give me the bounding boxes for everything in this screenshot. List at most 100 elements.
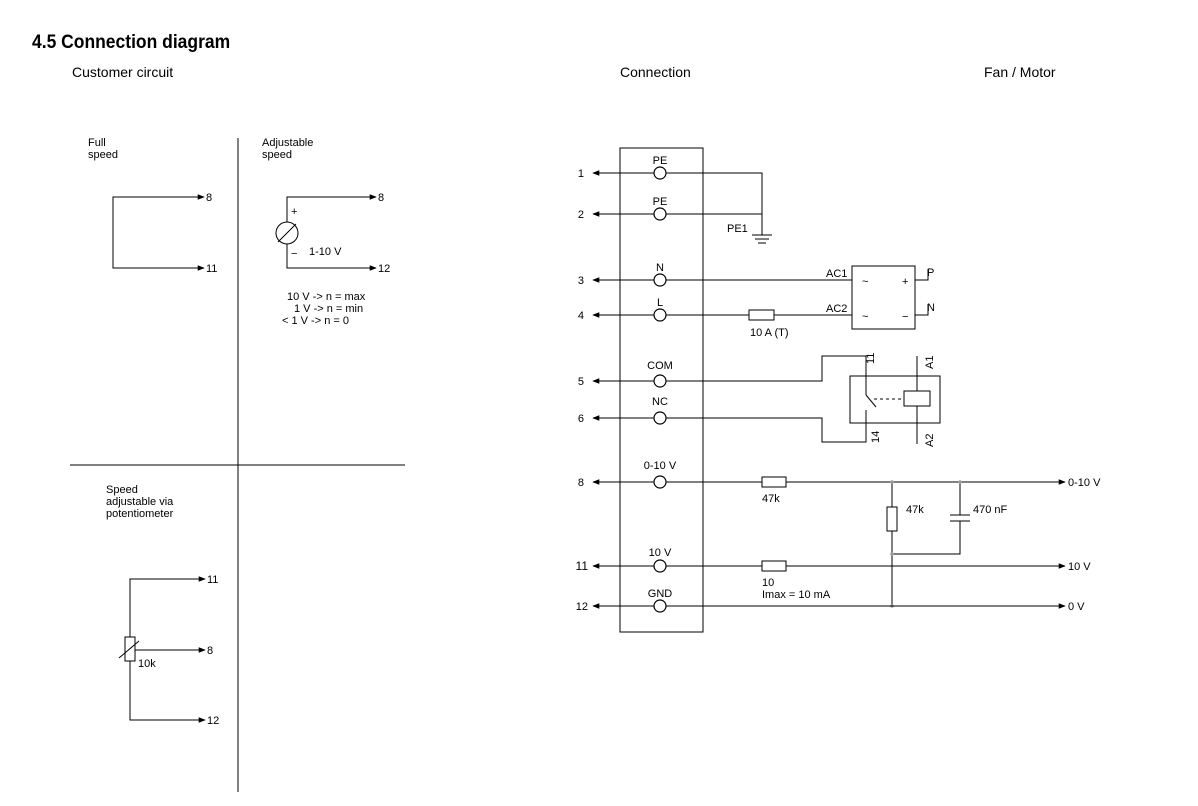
terminal-12-number: 12 [576,601,588,613]
terminal-block [619,147,704,633]
terminal-5-label: COM [647,360,673,372]
capacitor-label: 470 nF [973,504,1008,516]
terminal-3: 3 N [578,262,667,287]
resistor-47k-shunt-label: 47k [906,504,924,516]
adjustable-wire-top [286,196,376,222]
relay-pin-14: 14 [870,431,882,443]
pot-terminal-12: 12 [207,715,219,727]
terminal-4-number: 4 [578,310,584,322]
adjustable-speed-label-2: speed [262,149,292,161]
rectifier-plus: + [902,276,908,288]
source-plus: + [291,206,297,218]
rectifier-ac-in-2: ~ [862,311,868,323]
rectifier-n-lead [915,304,929,316]
rectifier-box [851,265,916,330]
full-speed-terminal-8: 8 [206,192,212,204]
terminal-2: 2 PE [578,196,667,221]
terminal-6-label: NC [652,396,668,408]
full-speed-circuit: Full speed 8 11 [88,137,217,275]
terminal-1-number: 1 [578,168,584,180]
page-title: 4.5 Connection diagram [32,32,231,53]
terminal-1: 1 PE [578,155,667,180]
resistor-47k-shunt-icon [886,506,898,532]
com-wire [666,355,867,382]
mains-wiring: 10 A (T) AC1 AC2 ~ ~ + − P N [666,265,935,339]
terminal-11-number: 11 [576,559,589,573]
connection-heading: Connection [620,64,691,80]
imax-label: Imax = 10 mA [762,589,831,601]
voltage-source-slash [277,223,297,243]
terminal-5-number: 5 [578,376,584,388]
rectifier-n-label: N [927,302,935,314]
adjustable-speed-label-1: Adjustable [262,137,313,149]
pot-wire-top [129,578,205,637]
fan-motor-heading: Fan / Motor [984,64,1056,80]
rectifier-ac-in-1: ~ [862,276,868,288]
terminal-rows: 1 PE 2 PE 3 N 4 L [576,155,677,613]
source-voltage-label: 1-10 V [309,246,342,258]
full-speed-label-2: speed [88,149,118,161]
terminal-8-number: 8 [578,477,584,489]
output-10v-label: 10 V [1068,561,1091,573]
resistor-10-icon [761,560,787,572]
rectifier-p-lead [915,269,929,281]
relay-pin-a1: A1 [924,356,936,369]
output-0-10v-label: 0-10 V [1068,477,1101,489]
rectifier-p-label: P [927,267,934,279]
potentiometer-slash [118,640,140,659]
ground-label: PE1 [727,223,748,235]
relay-wiring: 11 14 A1 A2 [666,353,941,447]
terminal-2-label: PE [653,196,668,208]
pot-label-1: Speed [106,484,138,496]
terminal-8-label: 0-10 V [644,460,677,472]
terminal-8: 8 0-10 V [578,460,677,489]
relay-contact [865,394,877,408]
pot-label-3: potentiometer [106,508,174,520]
terminal-12: 12 GND [576,588,673,613]
adjustable-speed-circuit: Adjustable speed + − 1-10 V 8 12 10 V ->… [262,137,390,327]
terminal-4: 4 L [578,297,667,322]
note-max: 10 V -> n = max [287,291,366,303]
ac2-label: AC2 [826,303,847,315]
resistor-10-label: 10 [762,577,774,589]
customer-circuit-heading: Customer circuit [72,64,174,80]
potentiometer-circuit: Speed adjustable via potentiometer 10k 1… [106,484,219,727]
relay-pin-a2: A2 [924,434,936,447]
relay-coil-icon [903,390,931,407]
pot-terminal-8: 8 [207,645,213,657]
ac1-label: AC1 [826,268,847,280]
note-zero: < 1 V -> n = 0 [282,315,349,327]
note-min: 1 V -> n = min [294,303,363,315]
ground-wiring: PE1 [666,172,772,244]
terminal-11: 11 10 V [576,547,672,573]
terminal-12-label: GND [648,588,673,600]
fuse-label: 10 A (T) [750,327,789,339]
terminal-3-number: 3 [578,275,584,287]
full-speed-terminal-11: 11 [206,263,217,275]
terminal-6: 6 NC [578,396,668,425]
terminal-11-label: 10 V [649,547,672,559]
source-minus: − [291,248,297,260]
nc-wire [666,413,867,443]
full-speed-label-1: Full [88,137,106,149]
relay-pin-11: 11 [865,353,877,364]
terminal-1-label: PE [653,155,668,167]
adjustable-terminal-12: 12 [378,263,390,275]
control-wiring: 47k 0-10 V 47k 470 nF 10 Imax = 10 mA 10… [666,476,1101,613]
pot-terminal-11: 11 [207,574,218,586]
resistor-47k-series-label: 47k [762,493,780,505]
terminal-6-number: 6 [578,413,584,425]
adjustable-terminal-8: 8 [378,192,384,204]
rectifier-minus: − [902,311,908,323]
pot-value: 10k [138,658,156,670]
full-speed-wire [112,196,204,269]
resistor-47k-series-icon [761,476,787,488]
fuse-icon [748,309,775,321]
output-0v-label: 0 V [1068,601,1085,613]
terminal-5: 5 COM [578,360,673,388]
pot-label-2: adjustable via [106,496,174,508]
terminal-4-label: L [657,297,663,309]
terminal-2-number: 2 [578,209,584,221]
terminal-3-label: N [656,262,664,274]
